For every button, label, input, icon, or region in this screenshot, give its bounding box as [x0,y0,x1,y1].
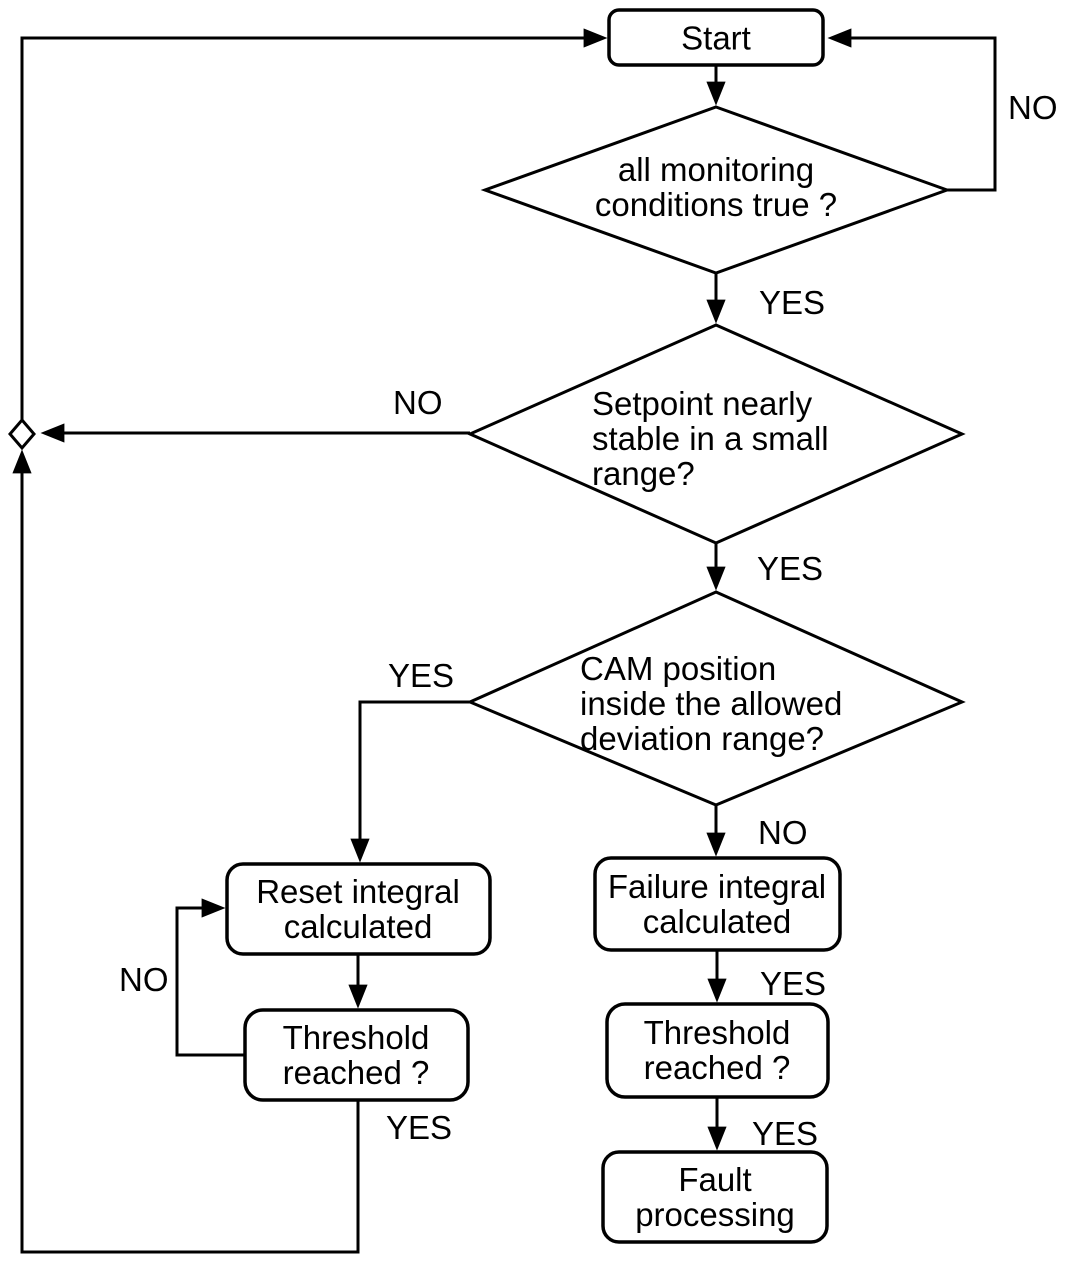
edge-threshold-left-no-loop [175,898,245,1057]
start-node [607,8,825,67]
setpoint-decision-diamond [466,323,966,545]
no-label-threshold-left: NO [119,961,169,998]
reset-integral-node [225,862,492,956]
fault-processing-label: Fault processing [635,1161,795,1233]
start-label: Start [681,19,751,57]
yes-label-failure: YES [760,965,827,1002]
threshold-right-node [605,1002,830,1099]
yes-label-cam: YES [388,657,455,694]
no-label-cam: NO [758,814,808,851]
no-label-monitoring: NO [1008,89,1058,126]
fault-processing-node [601,1150,829,1244]
no-label-setpoint: NO [393,384,443,421]
yes-label-threshold-left: YES [386,1109,453,1146]
edge-monitoring-no-loop-to-start [827,28,997,192]
monitoring-decision-label: all monitoring conditions true ? [594,151,838,223]
yes-label-setpoint: YES [757,550,824,587]
reset-integral-label: Reset integral calculated [256,873,460,945]
setpoint-decision-label: Setpoint nearly stable in a small range? [592,385,829,492]
threshold-left-label: Threshold reached ? [282,1019,430,1091]
monitoring-decision-diamond [480,105,952,275]
yes-label-threshold-right: YES [752,1115,819,1152]
edge-threshold-left-yes-to-junction [12,449,360,1254]
threshold-left-node [243,1008,470,1102]
cam-decision-label: CAM position inside the allowed deviatio… [580,650,843,757]
edge-cam-yes-to-reset [350,700,470,863]
edge-junction-to-start [20,28,608,420]
failure-integral-label: Failure integral calculated [607,868,827,940]
yes-label-monitoring: YES [759,284,826,321]
cam-decision-diamond [466,590,966,807]
threshold-right-label: Threshold reached ? [643,1014,791,1086]
junction-connector-diamond [8,417,36,451]
failure-integral-node [593,856,842,952]
